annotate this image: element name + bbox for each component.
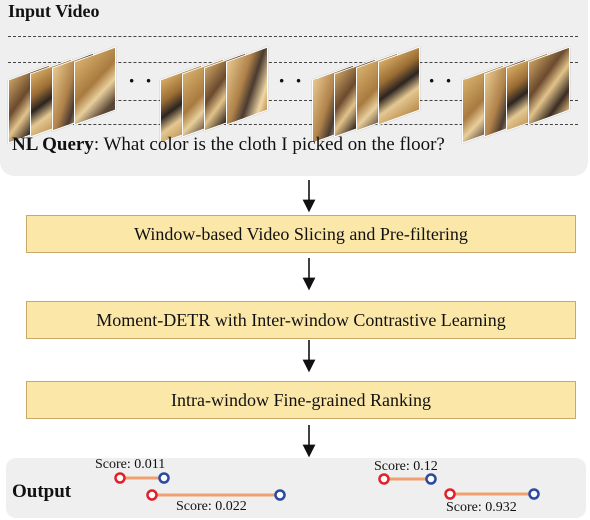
dashed-guide-line <box>8 36 578 37</box>
dashed-guide-line <box>8 124 578 125</box>
output-panel <box>6 458 586 518</box>
dashed-guide-line <box>8 100 578 101</box>
segment-end-marker <box>158 472 170 484</box>
dashed-guide-line <box>8 62 578 63</box>
score-label: Score: 0.932 <box>446 500 517 515</box>
step-fine-grained-ranking: Intra-window Fine-grained Ranking <box>26 381 576 419</box>
segment-end-marker <box>274 489 286 501</box>
input-video-title: Input Video <box>8 1 100 21</box>
nl-query: NL Query: What color is the cloth I pick… <box>12 134 445 156</box>
segment-end-marker <box>528 488 540 500</box>
segment-start-marker <box>114 472 126 484</box>
nl-query-label: NL Query <box>12 134 94 155</box>
output-title: Output <box>12 481 72 502</box>
score-label: Score: 0.022 <box>176 499 247 514</box>
nl-query-text: : What color is the cloth I picked on th… <box>93 134 445 155</box>
segment-start-marker <box>146 489 158 501</box>
segment-start-marker <box>378 473 390 485</box>
score-label: Score: 0.12 <box>374 459 438 474</box>
step-moment-detr: Moment-DETR with Inter-window Contrastiv… <box>26 301 576 339</box>
step-video-slicing: Window-based Video Slicing and Pre-filte… <box>26 215 576 253</box>
segment-end-marker <box>425 473 437 485</box>
segment-start-marker <box>444 488 456 500</box>
score-label: Score: 0.011 <box>95 457 166 472</box>
